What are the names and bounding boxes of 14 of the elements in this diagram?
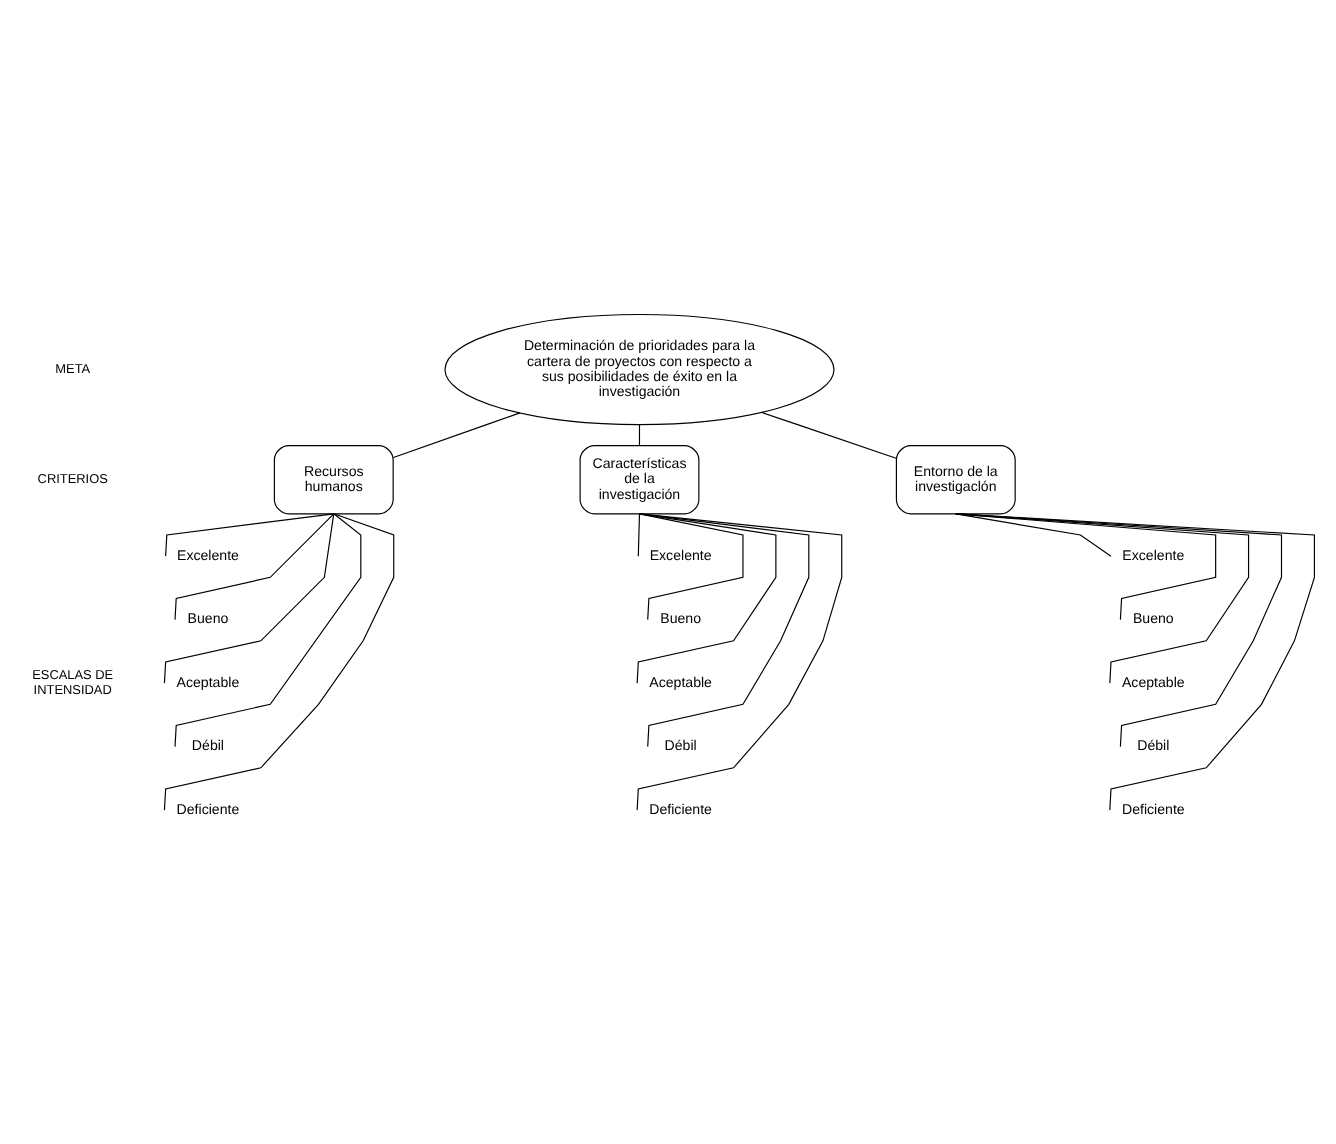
connector	[163, 512, 395, 810]
connector	[638, 423, 641, 446]
connector	[955, 512, 1315, 810]
connector	[174, 512, 335, 620]
connector	[636, 512, 843, 810]
connector	[637, 512, 641, 556]
connector	[174, 512, 362, 747]
connector	[392, 411, 521, 458]
connector	[761, 410, 897, 458]
connector	[638, 512, 744, 620]
connector	[165, 512, 335, 556]
connector	[638, 512, 810, 747]
connector	[163, 512, 335, 683]
connector	[636, 512, 777, 683]
